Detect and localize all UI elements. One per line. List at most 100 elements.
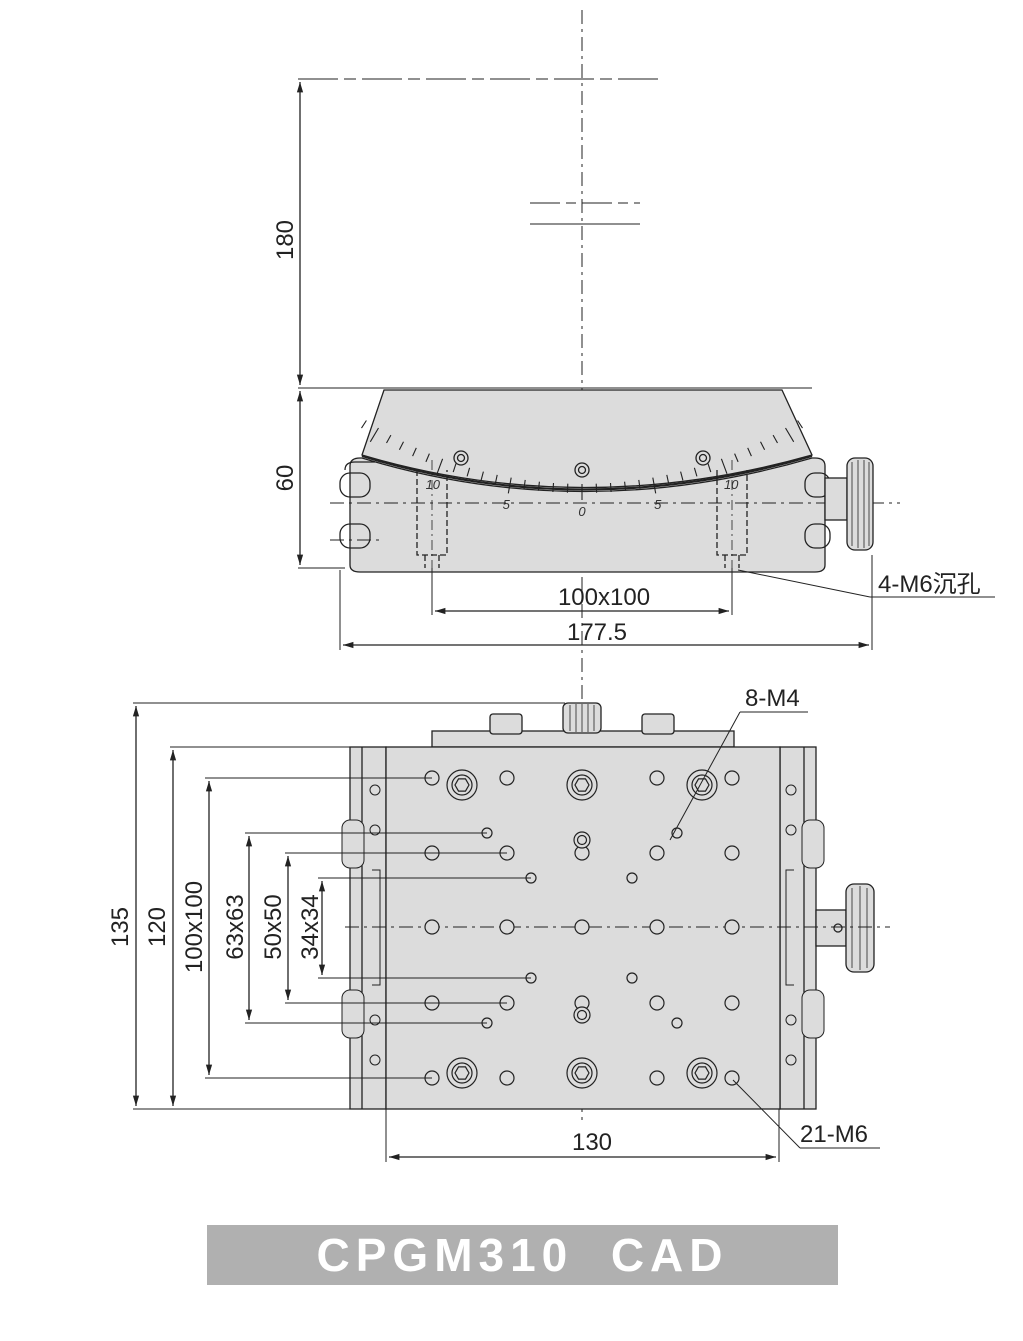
angle-scale [361,420,803,500]
scale-tick [785,427,795,443]
scale-tick [425,453,430,463]
plate-hole [571,1062,593,1084]
scale-tick [369,427,379,443]
callout-8-m4: 8-M4 [745,685,800,712]
plate-hole [451,1062,473,1084]
scale-tick [797,420,803,429]
scale-tick [507,477,512,494]
hex-socket [574,778,590,792]
scale-label: 5 [654,497,662,512]
scale-tick [707,463,712,473]
hex-socket [694,1066,710,1080]
plate-hole [671,1017,683,1029]
scale-tick [747,447,752,457]
plate-hole [691,1062,713,1084]
dim-100x100-mount-label: 100x100 [558,584,650,611]
front-view [296,10,995,1120]
scale-tick [361,420,367,429]
plate-hole [499,770,515,786]
plate-hole [573,831,591,849]
hex-socket [454,778,470,792]
plate-hole [686,769,718,801]
scale-tick [666,474,670,484]
scale-tick [452,463,457,473]
scale-tick [760,441,766,451]
scale-label: 5 [503,497,511,512]
drawing-title: CPGM310 CAD [316,1229,729,1281]
plate-hole [724,770,740,786]
plate-hole [566,769,598,801]
plate-hole [451,774,473,796]
plate-hole [686,1057,718,1089]
plate-hole [691,774,713,796]
scale-label: 10 [724,477,739,492]
dim-100x100-label: 100x100 [181,881,208,973]
scale-tick [480,471,484,481]
dim-60-label: 60 [272,465,299,492]
plate-hole [424,919,440,935]
plate-holes [424,769,740,1089]
scale-tick [466,467,471,477]
callout-4-m6: 4-M6沉孔 [878,571,981,598]
scale-label: 0 [578,504,586,519]
scale-tick [720,458,728,474]
plate-hole [724,845,740,861]
plate-hole [649,845,665,861]
plate-hole [724,995,740,1011]
dim-177-5-label: 177.5 [567,619,627,646]
dim-50x50-label: 50x50 [260,894,287,959]
plate-hole [649,1070,665,1086]
scale-tick [523,479,526,489]
scale-tick [436,458,444,474]
scale-tick [772,434,778,444]
plate-hole [574,919,590,935]
hex-socket [574,1066,590,1080]
scale-tick [652,477,657,494]
plate-hole [626,972,638,984]
dim-130-label: 130 [572,1129,612,1156]
scale-tick [494,474,498,484]
scale-tick [412,447,417,457]
dim-180-label: 180 [272,220,299,260]
scale-label: 10 [426,477,441,492]
dim-135-label: 135 [107,907,134,947]
plate-hole [626,872,638,884]
dim-34x34-label: 34x34 [297,894,324,959]
scale-tick [693,467,698,477]
plate-hole [446,1057,478,1089]
dim-120-label: 120 [144,907,171,947]
plate-hole [446,769,478,801]
plate-hole [649,770,665,786]
plate-hole [724,1070,740,1086]
scale-tick [537,481,540,491]
hex-socket [454,1066,470,1080]
scale-tick [609,482,612,493]
plate-hole [573,1006,591,1024]
plate-hole [724,919,740,935]
top-view [341,702,890,1110]
scale-tick [386,434,392,444]
title-bar: CPGM310 CAD [207,1225,838,1285]
callout-21-m6: 21-M6 [800,1121,868,1148]
hex-socket [694,778,710,792]
plate-hole [576,1009,588,1021]
scale-tick [734,453,739,463]
plate-hole [566,1057,598,1089]
plate-hole [576,834,588,846]
scale-tick [680,471,684,481]
scale-tick [624,481,627,491]
top-view-dimensions [132,702,880,1162]
lower-base [349,457,826,573]
scale-tick [638,479,641,489]
plate-hole [649,919,665,935]
title-bar-background [207,1225,838,1285]
plate-hole [571,774,593,796]
scale-tick [398,441,404,451]
plate-hole [499,1070,515,1086]
plate-hole [649,995,665,1011]
plate-hole [499,919,515,935]
angle-scale-labels: 10 5 0 5 10 [426,477,740,519]
scale-tick [552,482,555,493]
dim-63x63-label: 63x63 [222,894,249,959]
